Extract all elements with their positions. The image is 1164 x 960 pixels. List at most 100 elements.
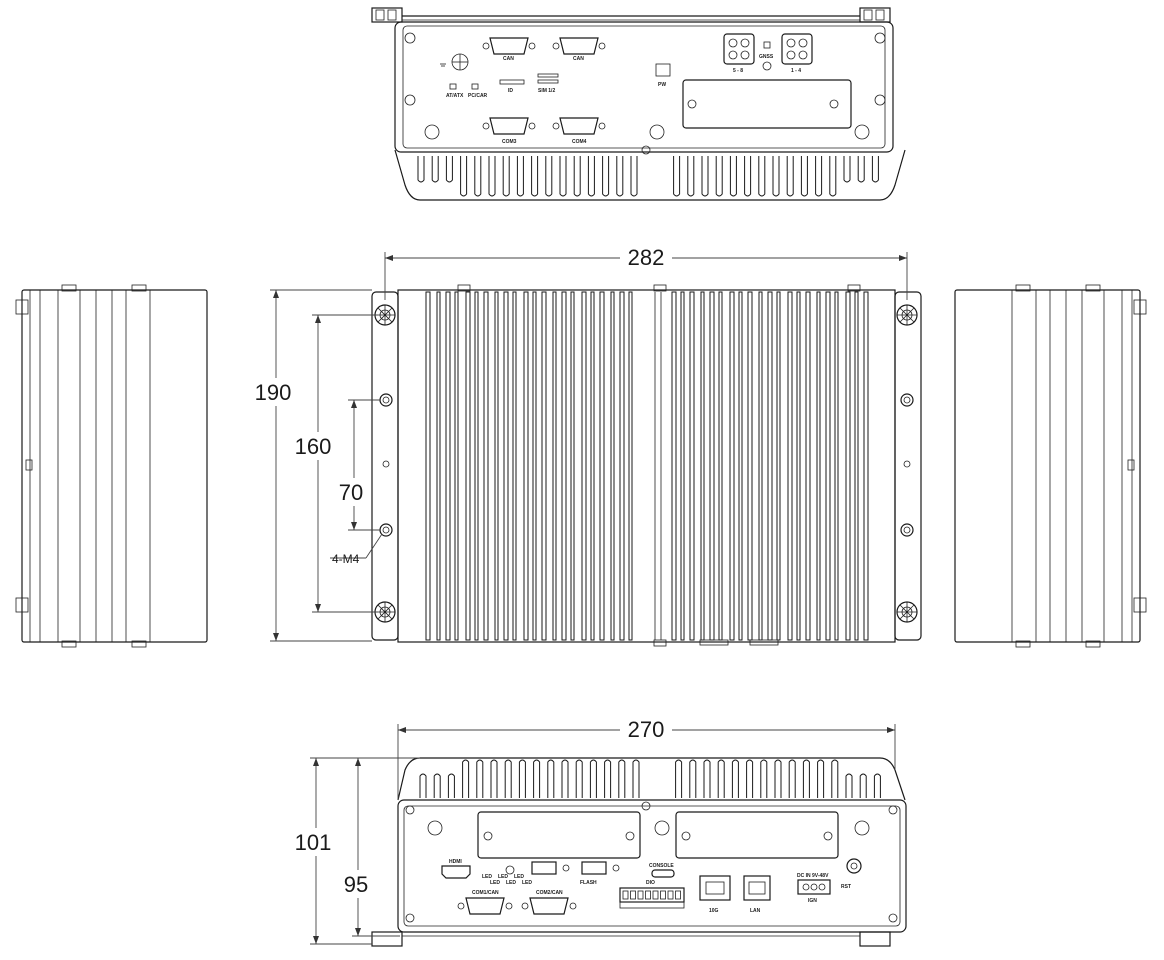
rear-fin [857, 156, 865, 183]
front-fin [462, 759, 470, 798]
rear-fin [602, 156, 610, 197]
rear-expansion-cover [682, 79, 852, 129]
rear-fin [516, 156, 524, 197]
label-com4: COM4 [572, 139, 587, 145]
rear-fin [815, 156, 823, 197]
top-fin [816, 291, 821, 641]
front-fin [518, 759, 526, 798]
top-fin [680, 291, 685, 641]
front-fin [873, 773, 881, 798]
top-fin [758, 291, 763, 641]
front-fin [447, 773, 455, 798]
rear-fin [744, 156, 752, 197]
top-fin [570, 291, 575, 641]
front-fin [859, 773, 867, 798]
label-id: ID [508, 88, 513, 94]
front-fin [760, 759, 768, 798]
dimension-70: 70 [334, 399, 380, 531]
hole-callout-label: 4-M4 [332, 552, 360, 566]
dio-pin [660, 890, 666, 900]
top-fin [494, 291, 499, 641]
label-can-1: CAN [503, 56, 514, 62]
front-fin [604, 759, 612, 798]
front-fin [675, 759, 683, 798]
rear-can-port-2: CAN [552, 37, 606, 62]
top-fin [465, 291, 471, 641]
top-fin [590, 291, 595, 641]
front-fin [575, 759, 583, 798]
label-at-atx: AT/ATX [446, 93, 464, 99]
dim-label-70: 70 [339, 480, 363, 505]
rear-fin [445, 156, 453, 183]
front-fin [618, 759, 626, 798]
rear-fin [871, 156, 879, 183]
dimension-160: 160 [290, 314, 378, 613]
front-fin [419, 773, 427, 798]
rear-fin [573, 156, 581, 197]
rear-fin [417, 156, 425, 183]
front-fin [788, 759, 796, 798]
dim-label-190: 190 [255, 380, 292, 405]
dio-pin [667, 890, 674, 900]
top-fin [787, 291, 793, 641]
label-pw: PW [658, 82, 666, 88]
front-com2-port: COM2/CAN [521, 890, 577, 915]
front-fin [533, 759, 541, 798]
label-dio: DIO [646, 880, 655, 886]
front-expansion-cover-right [675, 811, 839, 859]
led-label-1: LED [482, 874, 492, 880]
front-com1-port: COM1/CAN [457, 890, 513, 915]
top-fin [483, 291, 489, 641]
rear-heatsink-fins [417, 156, 879, 197]
label-com1: COM1/CAN [472, 890, 499, 896]
rear-fin [715, 156, 723, 197]
top-fin [700, 291, 705, 641]
rear-fin [758, 156, 766, 197]
front-usb-port-2 [581, 861, 607, 875]
rear-fin [687, 156, 695, 197]
front-power-button: RST [841, 858, 862, 890]
dio-pin [637, 890, 644, 900]
rear-fin [829, 156, 837, 197]
top-fin [718, 291, 723, 641]
rear-fin [786, 156, 794, 197]
front-fin [476, 759, 484, 798]
label-hdmi: HDMI [449, 859, 462, 865]
rear-fin [502, 156, 510, 197]
ground-icon [440, 53, 469, 71]
dimension-282: 282 [384, 244, 908, 300]
rear-fin [431, 156, 439, 183]
top-view [371, 284, 922, 647]
top-heatsink-fins [425, 291, 869, 641]
top-fin [834, 291, 839, 641]
front-dio-terminal: DIO [619, 880, 685, 909]
top-fin [454, 291, 459, 641]
top-fin [729, 291, 735, 641]
front-usb-port-1 [531, 861, 557, 875]
dim-label-95: 95 [344, 872, 368, 897]
top-fin [436, 291, 441, 641]
rear-bracket-left [371, 7, 403, 23]
dio-pin [630, 890, 636, 900]
top-fin [619, 291, 625, 641]
front-fin [774, 759, 782, 798]
front-fin [561, 759, 569, 798]
front-console-port [651, 869, 675, 878]
front-expansion-cover-left [477, 811, 641, 859]
top-fin [671, 291, 677, 641]
front-lan-port: LAN [743, 875, 771, 914]
dimension-190: 190 [250, 289, 372, 642]
rear-com4-port: COM4 [552, 117, 606, 145]
label-sim: SIM 1/2 [538, 88, 555, 94]
rear-antenna-connector-right: 1 - 4 [781, 33, 813, 74]
top-fin [512, 291, 517, 641]
top-fin [523, 291, 529, 641]
rear-fin [701, 156, 709, 197]
label-console: CONSOLE [649, 863, 674, 869]
mount-flange-left [371, 291, 399, 641]
top-fin [796, 291, 801, 641]
rear-can-port-1: CAN [482, 37, 536, 62]
dio-pin [622, 890, 629, 900]
label-rst: RST [841, 884, 851, 890]
